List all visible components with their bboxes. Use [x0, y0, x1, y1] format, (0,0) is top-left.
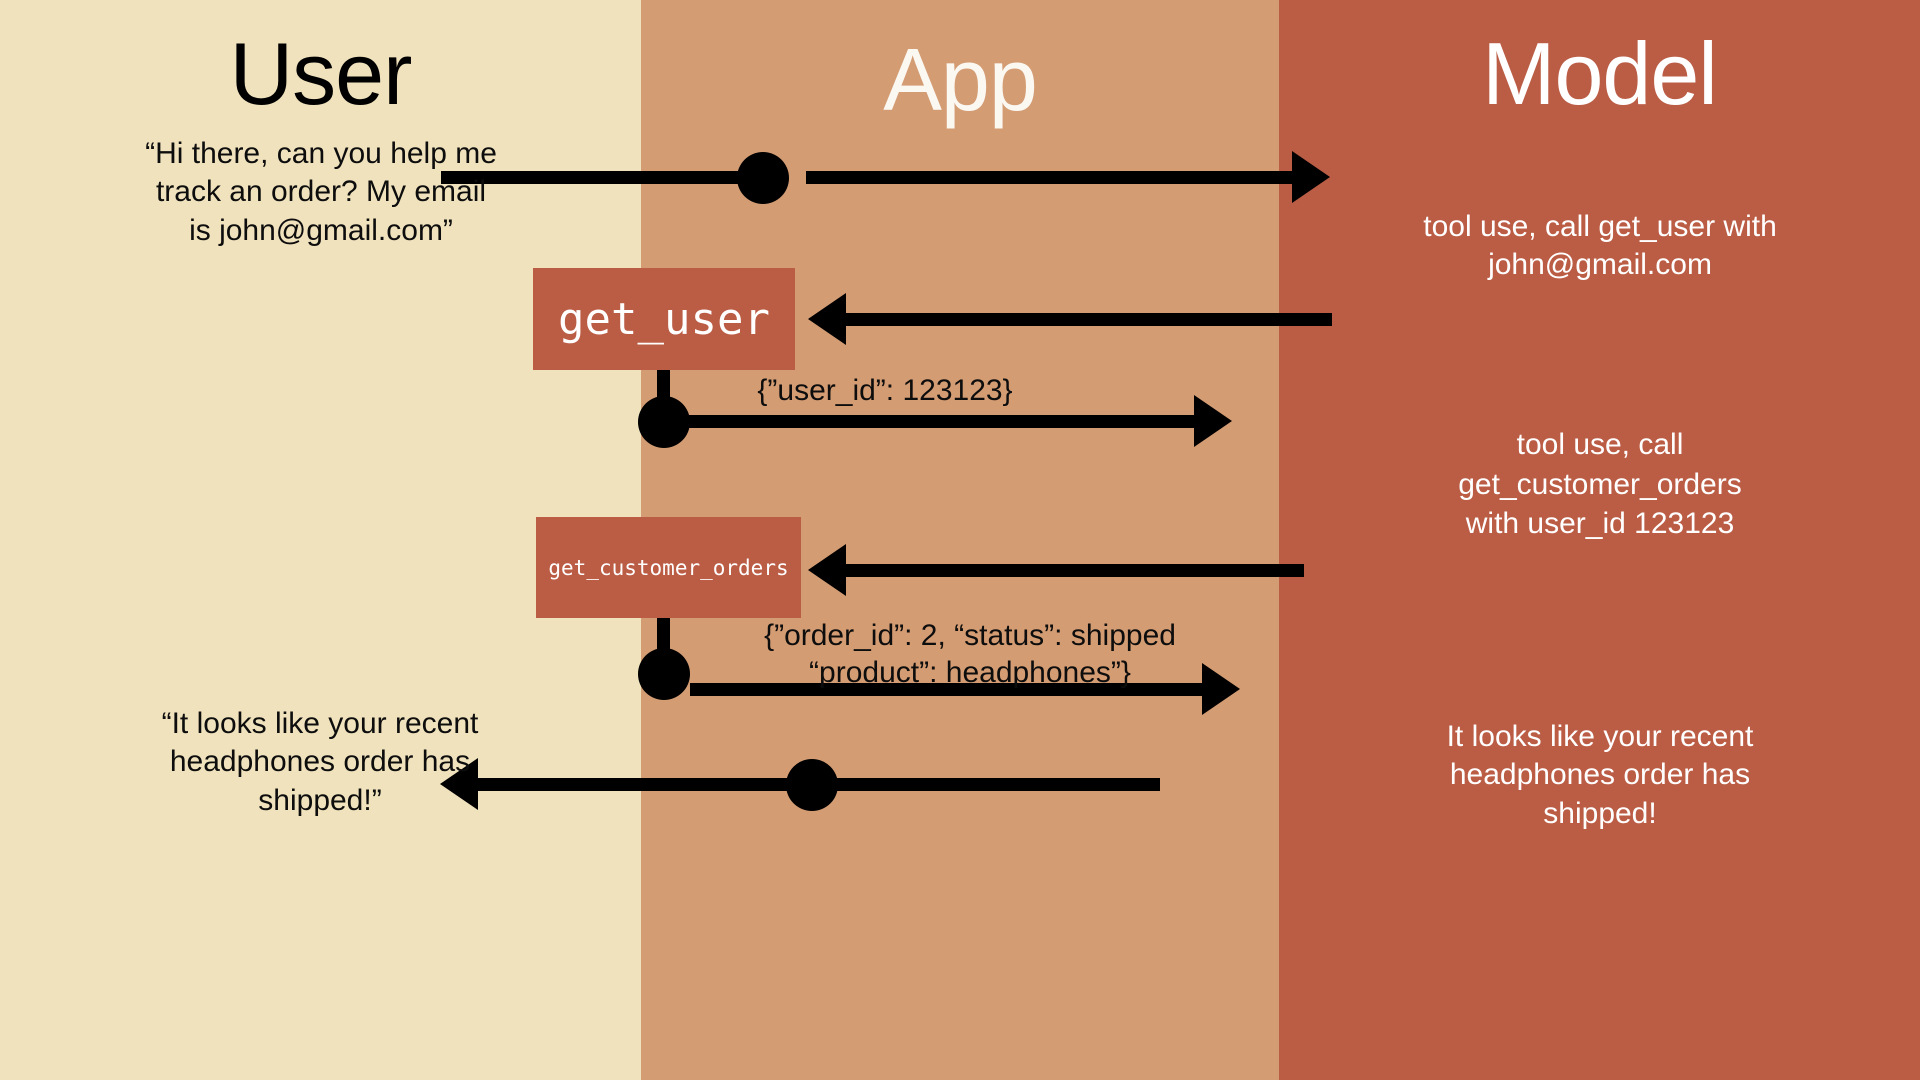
connector-app-to-model-2: [688, 415, 1200, 428]
arrowhead-app-to-user-1: [440, 758, 478, 810]
message-model-final-answer: It looks like your recent headphones ord…: [1446, 720, 1754, 830]
column-header-model: Model: [1482, 24, 1718, 123]
lane-model: [1279, 0, 1920, 1080]
connector-app-to-model-3: [690, 683, 1208, 696]
arrowhead-model-to-app-2: [808, 544, 846, 596]
lifeline-node-3: [638, 648, 690, 700]
connector-app-to-model-1: [806, 171, 1298, 184]
arrowhead-app-to-model-2: [1194, 395, 1232, 447]
payload-order-result: {”order_id”: 2, “status”: shipped “produ…: [764, 619, 1176, 690]
payload-user-id-result: {”user_id”: 123123}: [757, 374, 1013, 407]
column-header-app: App: [883, 30, 1038, 129]
tool-box-get-customer-orders[interactable]: get_customer_orders: [536, 517, 801, 618]
lifeline-node-2: [638, 396, 690, 448]
message-model-tool-call-2: tool use, call get_customer_orders with …: [1458, 428, 1742, 541]
message-user-request: “Hi there, can you help me track an orde…: [145, 137, 497, 247]
connector-model-to-app-3: [820, 778, 1160, 791]
connector-model-to-app-2: [846, 564, 1304, 577]
connector-model-to-app-1: [846, 313, 1332, 326]
connector-user-to-app-1: [441, 171, 771, 184]
column-header-user: User: [229, 24, 413, 123]
arrowhead-app-to-model-3: [1202, 663, 1240, 715]
arrowhead-app-to-model-1: [1292, 151, 1330, 203]
connector-app-to-user-1: [478, 778, 808, 791]
arrowhead-model-to-app-1: [808, 293, 846, 345]
message-user-final-answer: “It looks like your recent headphones or…: [161, 707, 479, 817]
tool-box-get-user[interactable]: get_user: [533, 268, 795, 370]
message-model-tool-call-1: tool use, call get_user with john@gmail.…: [1423, 210, 1777, 282]
lifeline-node-1: [737, 152, 789, 204]
